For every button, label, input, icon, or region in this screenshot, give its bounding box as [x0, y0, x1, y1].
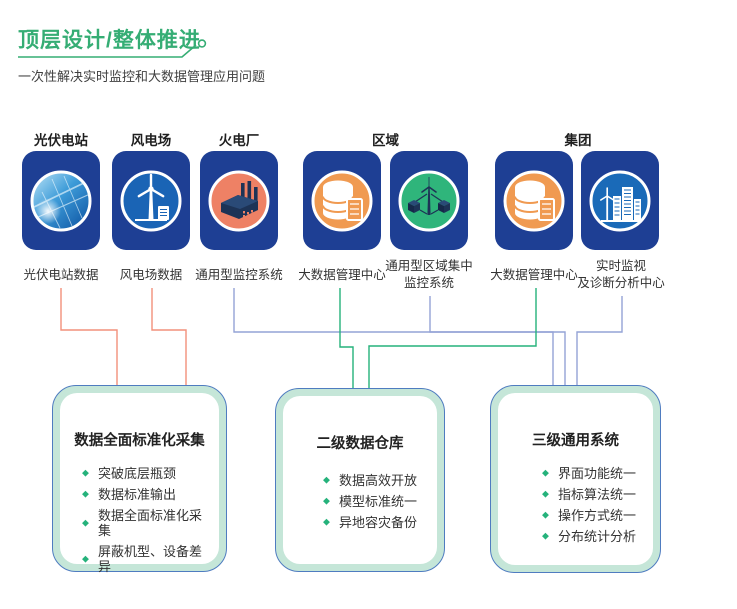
- diamond-bullet-icon: ◆: [323, 516, 330, 527]
- database-icon: [311, 170, 373, 232]
- diamond-bullet-icon: ◆: [542, 509, 549, 520]
- bullet-text: 异地容灾备份: [339, 515, 418, 530]
- bullet-item: ◆ 界面功能统一: [542, 466, 647, 481]
- title-underline-decoration: [18, 39, 207, 58]
- diamond-bullet-icon: ◆: [542, 530, 549, 541]
- card-caption-group-realtime: 实时监视 及诊断分析中心: [577, 259, 665, 290]
- bullet-text: 模型标准统一: [339, 494, 418, 509]
- bullet-text: 数据标准输出: [98, 487, 177, 502]
- panel-data-collection: 数据全面标准化采集 ◆ 突破底层瓶颈 ◆ 数据标准输出 ◆ 数据全面标准化采集 ◆ 屏蔽…: [52, 385, 227, 574]
- diamond-bullet-icon: ◆: [542, 467, 549, 478]
- diamond-bullet-icon: ◆: [542, 488, 549, 499]
- card-thermal-plant: [200, 151, 278, 250]
- page-title: 顶层设计/整体推进: [18, 29, 201, 52]
- page-subtitle: 一次性解决实时监控和大数据管理应用问题: [18, 69, 266, 84]
- bullet-item: ◆ 操作方式统一: [542, 508, 647, 523]
- panel-title: 三级通用系统: [532, 433, 619, 449]
- diamond-bullet-icon: ◆: [82, 517, 89, 527]
- bullet-text: 指标算法统一: [558, 487, 637, 502]
- category-label-thermal: 火电厂: [218, 133, 260, 148]
- diamond-bullet-icon: ◆: [323, 474, 330, 485]
- factory-icon: [208, 170, 270, 232]
- bullet-text: 屏蔽机型、设备差异: [98, 544, 203, 574]
- bullet-text: 突破底层瓶颈: [98, 466, 177, 481]
- connector-region-bigdata-to-box2: [339, 288, 354, 389]
- bullet-text: 操作方式统一: [558, 508, 637, 523]
- bullet-item: ◆ 突破底层瓶颈: [82, 466, 213, 481]
- diamond-bullet-icon: ◆: [82, 553, 89, 563]
- bullet-item: ◆ 数据标准输出: [82, 487, 213, 502]
- database-icon: [503, 170, 565, 232]
- connector-wind-to-box1: [151, 288, 187, 385]
- connector-solar-to-box1: [60, 288, 118, 385]
- diamond-bullet-icon: ◆: [323, 495, 330, 506]
- wind-network-icon: [398, 170, 460, 232]
- diamond-bullet-icon: ◆: [82, 467, 89, 478]
- card-region-bigdata: [303, 151, 381, 250]
- card-caption-region-monitor: 通用型区域集中 监控系统: [385, 259, 473, 290]
- bullet-item: ◆ 模型标准统一: [323, 494, 431, 509]
- city-monitor-icon: [589, 170, 651, 232]
- panel-title: 二级数据仓库: [316, 436, 404, 452]
- card-group-bigdata: [495, 151, 573, 250]
- card-wind-farm: [112, 151, 190, 250]
- panel-common-systems: 三级通用系统 ◆ 界面功能统一 ◆ 指标算法统一 ◆ 操作方式统一 ◆ 分布统计分析: [490, 385, 661, 573]
- category-label-solar: 光伏电站: [34, 133, 88, 148]
- card-group-realtime: [581, 151, 659, 250]
- bullet-text: 数据高效开放: [339, 473, 418, 488]
- bullet-item: ◆ 数据高效开放: [323, 473, 431, 488]
- category-label-region: 区域: [372, 133, 399, 148]
- diamond-bullet-icon: ◆: [82, 488, 89, 499]
- bullet-item: ◆ 异地容灾备份: [323, 515, 431, 530]
- bullet-text: 分布统计分析: [558, 529, 637, 544]
- category-label-wind: 风电场: [130, 133, 172, 148]
- card-caption-thermal: 通用型监控系统: [195, 267, 283, 282]
- panel-title: 数据全面标准化采集: [74, 433, 205, 449]
- bullet-item: ◆ 屏蔽机型、设备差异: [82, 544, 213, 574]
- panel-data-warehouse: 二级数据仓库 ◆ 数据高效开放 ◆ 模型标准统一 ◆ 异地容灾备份: [275, 388, 445, 572]
- connector-group-realtime-to-box3: [576, 296, 623, 385]
- card-caption-region-bigdata: 大数据管理中心: [298, 267, 386, 282]
- card-caption-solar: 光伏电站数据: [23, 267, 99, 282]
- category-label-group: 集团: [564, 133, 592, 148]
- bullet-text: 界面功能统一: [558, 466, 637, 481]
- bullet-item: ◆ 数据全面标准化采集: [82, 508, 213, 538]
- solar-panel-icon: [30, 170, 92, 232]
- card-solar-station: [22, 151, 100, 250]
- connector-region-monitor-to-box3: [429, 296, 566, 385]
- bullet-item: ◆ 分布统计分析: [542, 529, 647, 544]
- card-region-monitor: [390, 151, 468, 250]
- wind-turbine-icon: [120, 170, 182, 232]
- connector-group-bigdata-to-box2: [368, 288, 537, 389]
- card-caption-wind: 风电场数据: [119, 267, 183, 282]
- bullet-text: 数据全面标准化采集: [98, 508, 203, 538]
- bullet-item: ◆ 指标算法统一: [542, 487, 647, 502]
- connector-thermal-to-box3: [233, 288, 554, 385]
- card-caption-group-bigdata: 大数据管理中心: [490, 267, 578, 282]
